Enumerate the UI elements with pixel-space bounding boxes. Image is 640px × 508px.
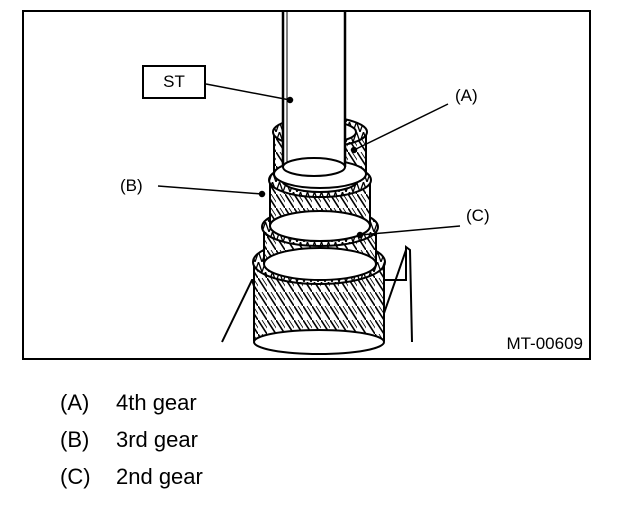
- legend-row: (A) 4th gear: [60, 384, 203, 421]
- legend-text: 4th gear: [116, 390, 197, 415]
- figure-id: MT-00609: [506, 334, 583, 353]
- callout-a: (A): [455, 86, 478, 105]
- legend-key: (C): [60, 464, 91, 489]
- gear-illustration: [157, 12, 461, 355]
- legend-key: (B): [60, 427, 90, 452]
- tool-shaft: [281, 12, 347, 177]
- leader-lines: [157, 83, 461, 239]
- gear-legend: (A) 4th gear (B) 3rd gear (C) 2nd gear: [60, 384, 203, 495]
- tool-label: ST: [163, 72, 185, 91]
- legend-key: (A): [60, 390, 90, 415]
- legend-text: 3rd gear: [116, 427, 198, 452]
- gear-diagram: ST (A) (B) (C) MT-00609: [22, 10, 591, 360]
- callout-c: (C): [466, 206, 490, 225]
- tool-label-box: ST: [142, 65, 206, 99]
- legend-row: (B) 3rd gear: [60, 421, 203, 458]
- callout-b: (B): [120, 176, 143, 195]
- legend-text: 2nd gear: [116, 464, 203, 489]
- legend-row: (C) 2nd gear: [60, 458, 203, 495]
